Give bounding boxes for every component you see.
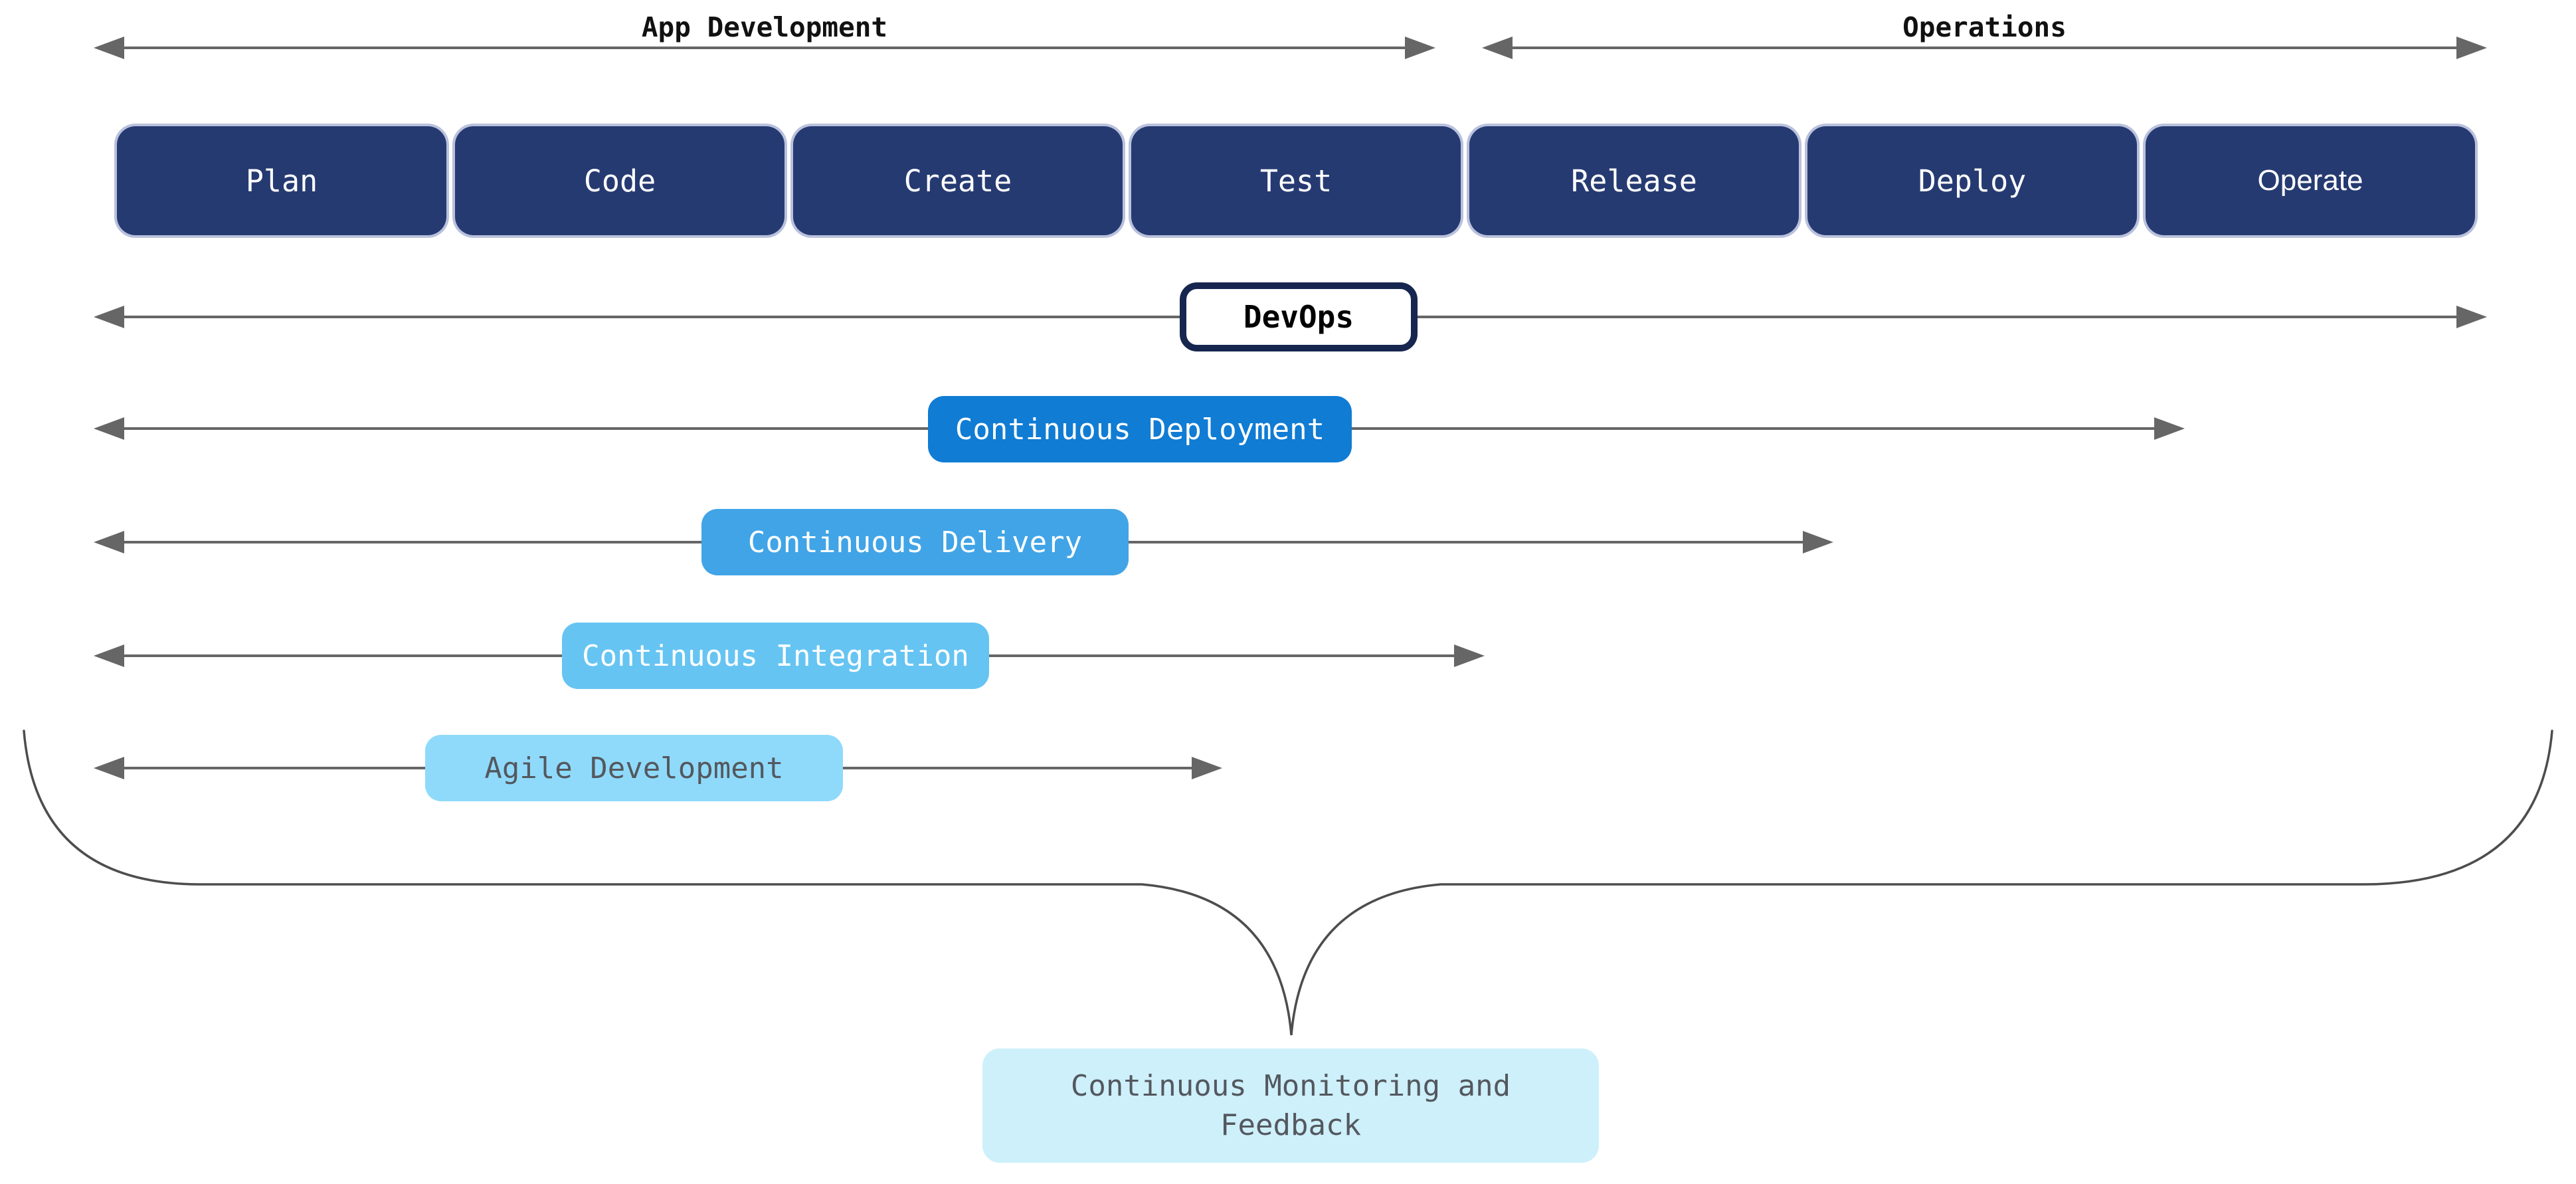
- brace-curve: [23, 730, 2553, 1036]
- arrowhead-right-icon: [2154, 417, 2185, 440]
- band-label: Agile Development: [484, 751, 784, 785]
- band-label: DevOps: [1243, 299, 1354, 335]
- app-development-arrow: [94, 37, 1435, 59]
- arrowhead-left-icon: [94, 757, 124, 779]
- continuous-delivery-box: Continuous Delivery: [701, 509, 1129, 575]
- stage-box-release: Release: [1469, 126, 1799, 235]
- axis-label-operations: Operations: [1902, 11, 2067, 43]
- band-label: Continuous Integration: [582, 639, 969, 673]
- stage-label: Code: [583, 163, 656, 199]
- axis-label-app-development: App Development: [641, 11, 888, 43]
- stage-label: Test: [1259, 163, 1333, 199]
- arrowhead-left-icon: [94, 417, 124, 440]
- arrowhead-left-icon: [94, 306, 124, 328]
- arrowhead-left-icon: [94, 531, 124, 553]
- stage-label: Plan: [245, 163, 318, 199]
- arrowhead-right-icon: [1405, 37, 1435, 59]
- continuous-integration-box: Continuous Integration: [562, 623, 989, 689]
- stage-box-code: Code: [455, 126, 784, 235]
- arrowhead-right-icon: [2456, 306, 2487, 328]
- band-label: Continuous Deployment: [955, 412, 1325, 446]
- arrowhead-right-icon: [1192, 757, 1222, 779]
- feedback-label: Continuous Monitoring and Feedback: [1070, 1068, 1511, 1142]
- stage-label: Release: [1571, 163, 1697, 199]
- arrowhead-right-icon: [2456, 37, 2487, 59]
- arrowhead-left-icon: [94, 644, 124, 667]
- continuous-deployment-box: Continuous Deployment: [928, 396, 1352, 462]
- stage-box-test: Test: [1131, 126, 1461, 235]
- arrowhead-right-icon: [1803, 531, 1833, 553]
- operations-arrow: [1482, 37, 2487, 59]
- arrowhead-right-icon: [1454, 644, 1485, 667]
- band-label: Continuous Delivery: [747, 525, 1083, 559]
- stage-label: Operate: [2257, 164, 2363, 197]
- stage-label: Create: [903, 163, 1012, 199]
- stage-box-create: Create: [793, 126, 1123, 235]
- continuous-monitoring-box: Continuous Monitoring and Feedback: [982, 1048, 1599, 1163]
- devops-box: DevOps: [1180, 282, 1418, 351]
- stage-box-plan: Plan: [117, 126, 446, 235]
- arrowhead-left-icon: [1482, 37, 1513, 59]
- stage-box-deploy: Deploy: [1807, 126, 2137, 235]
- agile-development-box: Agile Development: [425, 735, 843, 801]
- arrowhead-left-icon: [94, 37, 124, 59]
- stage-label: Deploy: [1918, 163, 2027, 199]
- stage-box-operate: Operate: [2146, 126, 2475, 235]
